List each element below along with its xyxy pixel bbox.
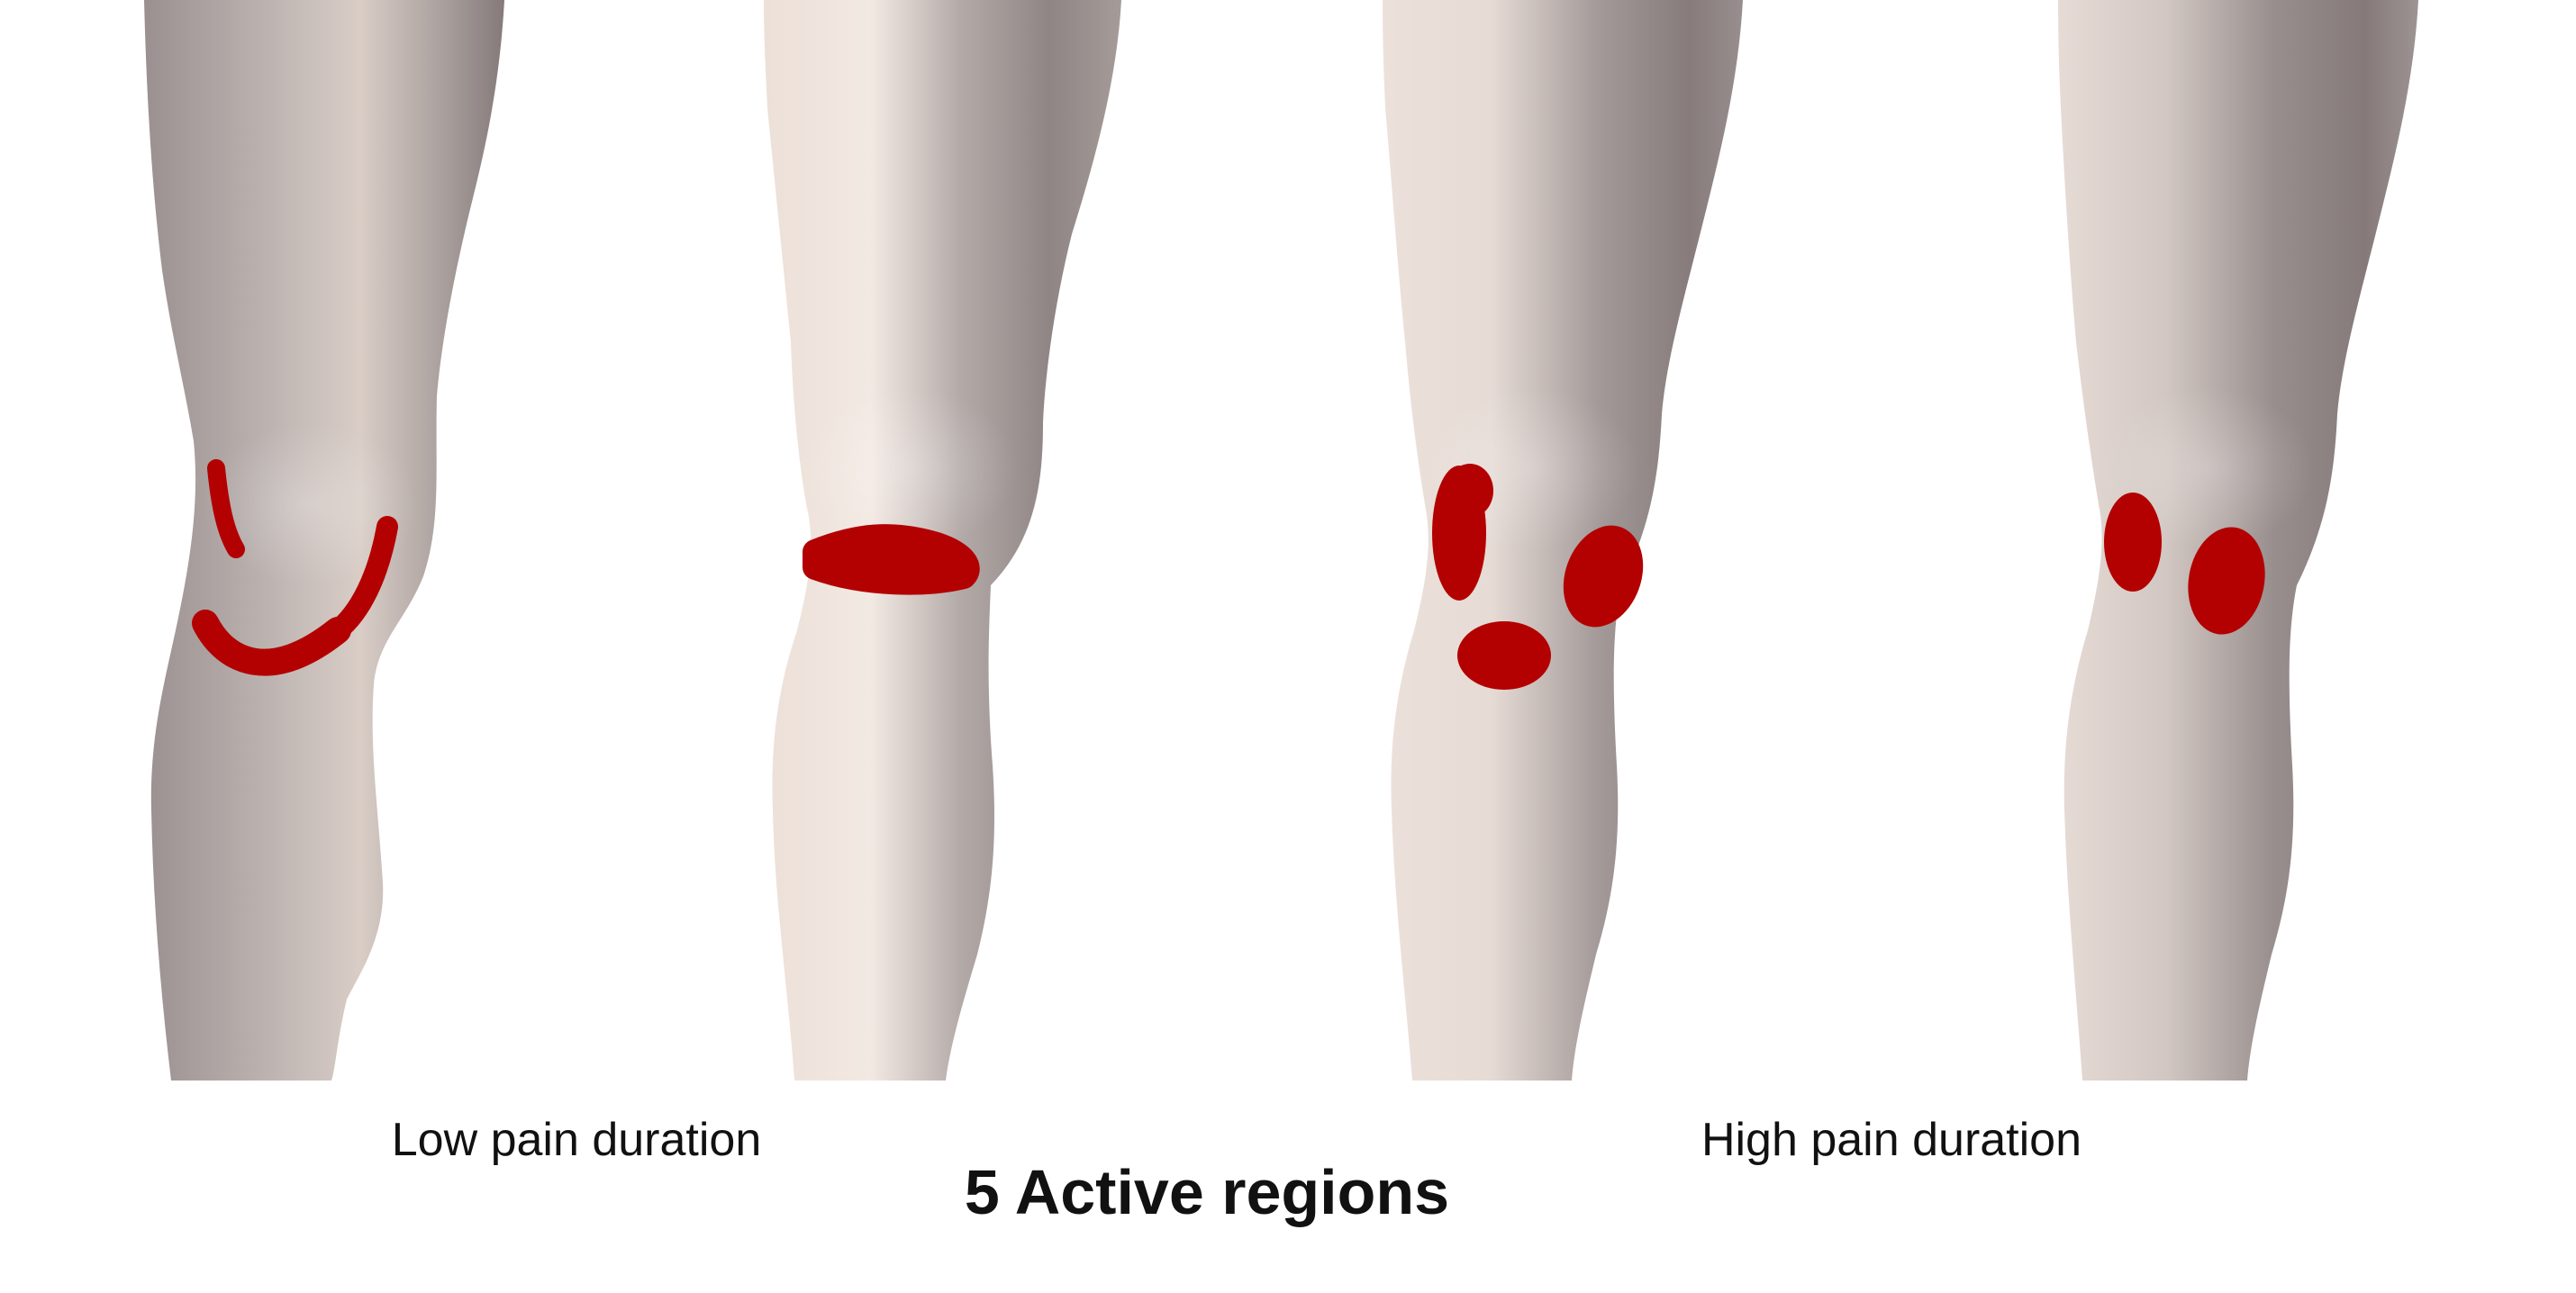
knee-panel-1 [144, 0, 504, 1081]
pain-region [192, 610, 351, 676]
kneecap-highlight [802, 387, 1018, 549]
pain-region [1447, 464, 1493, 518]
low-pain-caption: Low pain duration [391, 1114, 762, 1166]
pain-region [1457, 621, 1551, 690]
pain-region [2188, 527, 2265, 635]
high-pain-caption: High pain duration [1701, 1114, 2082, 1166]
knee-panel-2 [764, 0, 1121, 1081]
pain-region [2104, 493, 2162, 592]
pain-region [207, 459, 245, 558]
pain-region [1563, 525, 1644, 628]
figure-title: 5 Active regions [964, 1157, 1450, 1227]
knee-panel-4 [2058, 0, 2418, 1081]
pain-region [803, 524, 980, 595]
kneecap-highlight [203, 423, 419, 585]
knee-panel-3 [1383, 0, 1743, 1081]
